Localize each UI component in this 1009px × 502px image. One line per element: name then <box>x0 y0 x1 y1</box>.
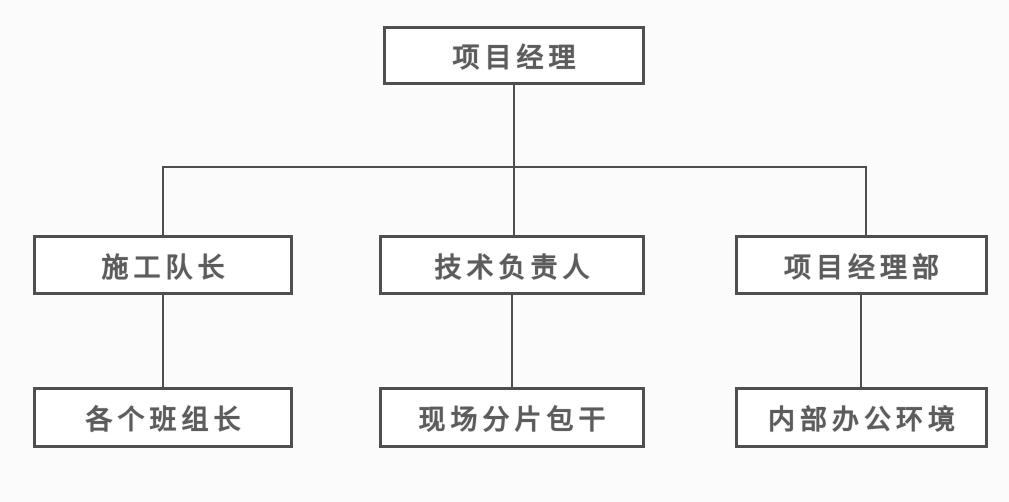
node-label: 项目经理 <box>452 43 581 73</box>
node-label: 施工队长 <box>101 252 230 283</box>
node-team-group-leaders: 各个班组长 <box>33 387 293 448</box>
connector-right-to-bottom <box>860 295 862 387</box>
node-construction-team-leader: 施工队长 <box>33 235 293 295</box>
node-label: 内部办公环境 <box>768 405 960 435</box>
node-label: 项目经理部 <box>784 252 944 283</box>
node-project-management-dept: 项目经理部 <box>735 235 988 295</box>
node-label: 各个班组长 <box>85 405 246 435</box>
node-technical-director: 技术负责人 <box>379 235 645 295</box>
node-site-division-contracting: 现场分片包干 <box>379 387 645 448</box>
node-project-manager: 项目经理 <box>383 26 645 85</box>
connector-right-drop <box>865 166 867 235</box>
connector-left-to-bottom <box>162 295 164 387</box>
connector-root-stem <box>513 85 515 168</box>
connector-center-to-bottom <box>511 295 513 387</box>
connector-left-drop <box>162 166 164 235</box>
node-label: 技术负责人 <box>434 252 595 283</box>
node-label: 现场分片包干 <box>418 405 611 435</box>
connector-center-drop <box>513 166 515 235</box>
node-internal-office-environment: 内部办公环境 <box>735 387 988 448</box>
